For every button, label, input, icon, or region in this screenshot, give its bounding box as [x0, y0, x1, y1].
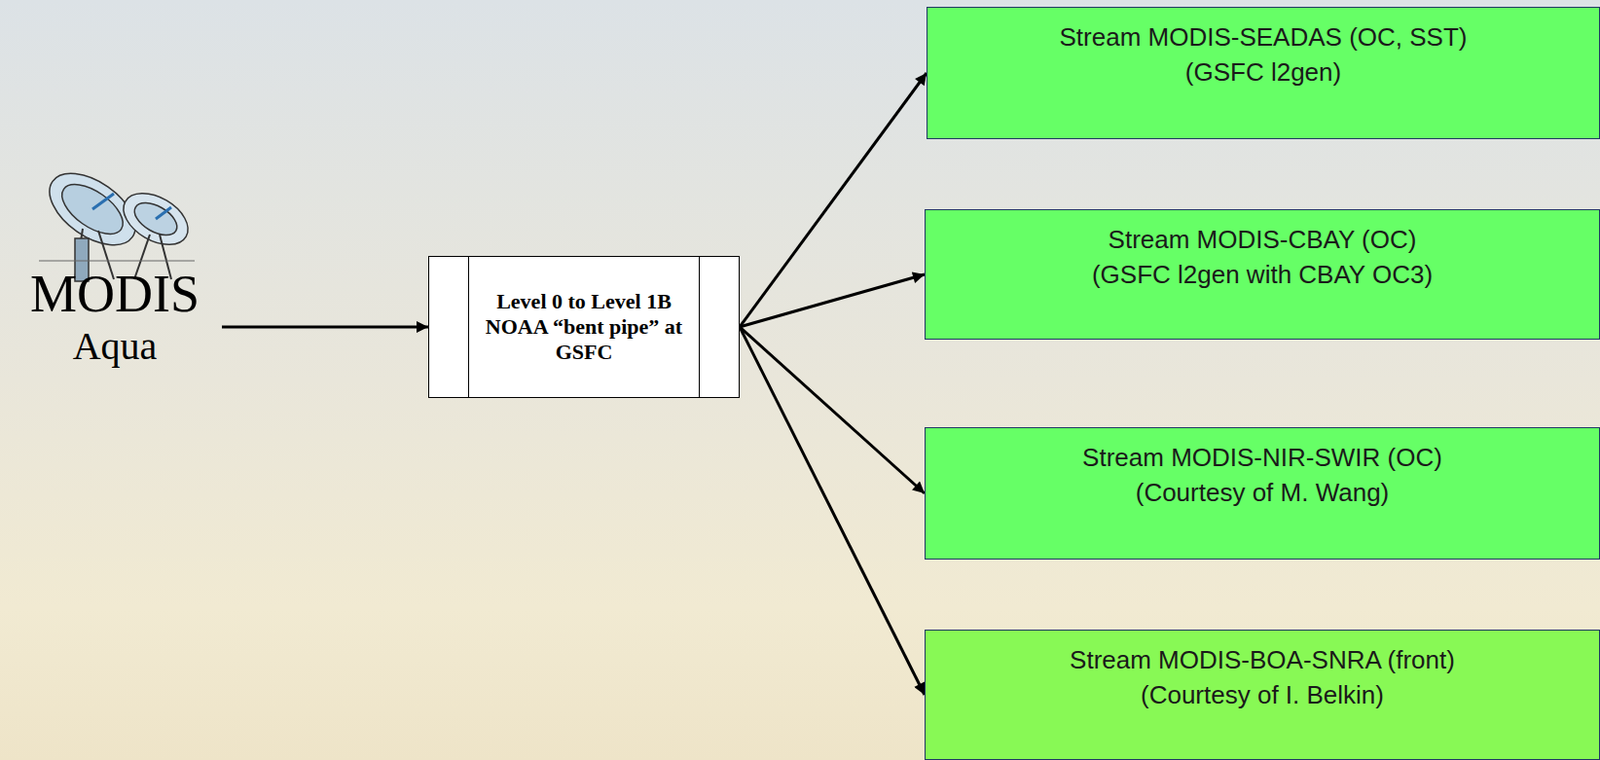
arrow-connector — [221, 326, 429, 329]
node-subtitle: Aqua — [72, 323, 158, 370]
arrow-connector — [739, 327, 925, 494]
connectors — [221, 72, 927, 695]
arrow-connector — [739, 72, 927, 328]
arrow-connector — [739, 274, 925, 328]
node-title: MODIS — [30, 264, 200, 324]
stream-box: Stream MODIS-CBAY (OC)(GSFC l2gen with C… — [924, 209, 1600, 340]
process-bar — [468, 256, 470, 398]
stream-box: Stream MODIS-SEADAS (OC, SST)(GSFC l2gen… — [926, 6, 1600, 140]
instrument-label: MODISAqua — [7, 264, 222, 370]
stream-box: Stream MODIS-NIR-SWIR (OC)(Courtesy of M… — [924, 427, 1600, 560]
process-box: Level 0 to Level 1B NOAA “bent pipe” at … — [428, 255, 740, 399]
process-bar — [698, 256, 700, 398]
stream-box: Stream MODIS-BOA-SNRA (front)(Courtesy o… — [924, 629, 1600, 760]
node-subtitle: (GSFC l2gen) — [1185, 54, 1342, 90]
node-subtitle: (Courtesy of I. Belkin) — [1140, 677, 1384, 713]
node-title: Stream MODIS-BOA-SNRA (front) — [1069, 642, 1455, 678]
node-subtitle: (Courtesy of M. Wang) — [1135, 474, 1390, 510]
node-title: Stream MODIS-CBAY (OC) — [1108, 221, 1418, 257]
node-title: Stream MODIS-NIR-SWIR (OC) — [1082, 439, 1443, 475]
node-title: Stream MODIS-SEADAS (OC, SST) — [1059, 19, 1468, 55]
node-subtitle: (GSFC l2gen with CBAY OC3) — [1091, 256, 1433, 292]
arrow-connector — [739, 327, 925, 695]
node-title: Level 0 to Level 1B NOAA “bent pipe” at … — [472, 289, 696, 365]
